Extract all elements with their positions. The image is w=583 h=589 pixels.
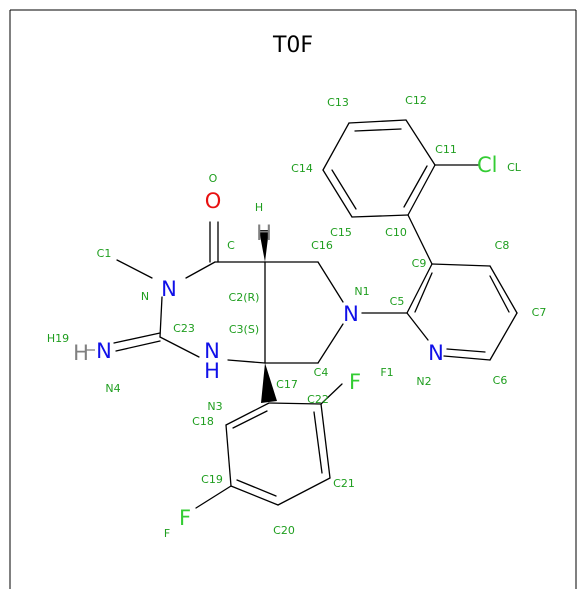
label-c23: C23 — [173, 322, 195, 335]
label-n4: N4 — [105, 382, 120, 395]
bond-c22-c21-inner — [313, 411, 323, 474]
bond-c17-c22 — [268, 402, 322, 405]
atom-nitrogen-pyridine: N — [428, 341, 444, 365]
bond-c10-c15 — [351, 214, 409, 218]
atom-nitrogen-amide: N — [161, 277, 177, 301]
atom-hydrogen-imine: H — [73, 341, 89, 365]
label-c8: C8 — [495, 239, 510, 252]
label-c21: C21 — [333, 477, 355, 490]
label-c5: C5 — [390, 295, 405, 308]
label-c12: C12 — [405, 94, 427, 107]
label-c20: C20 — [273, 524, 295, 537]
atom-nitrogen-imine: N — [96, 339, 112, 363]
label-c6: C6 — [493, 374, 508, 387]
atom-chlorine: Cl — [477, 153, 498, 177]
label-c14: C14 — [291, 162, 313, 175]
diagram-title: T0F — [272, 33, 313, 58]
bond-c18-c17-inner — [232, 410, 268, 429]
bond-c15-c14-inner — [331, 169, 357, 210]
label-f1: F1 — [380, 366, 393, 379]
atom-symbols: O N N N N H N H H Cl F F — [73, 153, 497, 530]
bond-c5-c9 — [406, 263, 433, 314]
label-cl: CL — [507, 161, 522, 174]
label-c: C — [227, 239, 235, 252]
label-c1: C1 — [97, 247, 112, 260]
bond-n2-c5 — [406, 312, 429, 341]
label-c2-r: C2(R) — [229, 291, 260, 304]
label-c13: C13 — [327, 96, 349, 109]
atom-nitrogen-pyrrolidine: N — [343, 302, 359, 326]
bond-c14-c13 — [322, 122, 350, 171]
atom-fluorine-bottom: F — [179, 506, 191, 530]
bond-c21-c20 — [277, 477, 331, 506]
label-n2: N2 — [416, 375, 431, 388]
label-c15: C15 — [330, 226, 352, 239]
label-h19: H19 — [47, 332, 69, 345]
label-c17: C17 — [276, 378, 298, 391]
bond-c12-c11 — [405, 119, 436, 166]
label-c9: C9 — [412, 257, 427, 270]
bond-c8-c7 — [489, 265, 518, 314]
bond-c16-n1 — [317, 261, 344, 303]
bond-c22-f1 — [320, 383, 343, 405]
bond-c18-c17 — [225, 402, 270, 426]
label-c11: C11 — [435, 143, 457, 156]
bond-c7-c6 — [489, 312, 518, 361]
bond-c9-c5-inner — [414, 272, 433, 313]
bond-c11-c10-inner — [403, 165, 428, 208]
label-c7: C7 — [532, 306, 547, 319]
bond-c19-f — [195, 485, 232, 509]
bond-c22-c21 — [320, 403, 331, 479]
atom-nitrogen-n3: N — [204, 339, 220, 363]
bond-c8-c7-inner — [489, 275, 510, 313]
bond-c20-c19 — [230, 485, 279, 506]
bond-c6-n2-inner — [446, 348, 486, 353]
bond-c-n — [185, 261, 216, 279]
label-c22: C22 — [307, 393, 329, 406]
bond-c13-c12 — [348, 119, 407, 124]
bond-c6-n2 — [443, 355, 491, 361]
bond-c23-n4-a — [113, 332, 161, 344]
bond-c15-c14 — [322, 169, 353, 218]
label-n1: N1 — [354, 285, 369, 298]
wedge-c3-c17 — [261, 363, 277, 403]
bond-c23-n3 — [159, 336, 200, 358]
label-c18: C18 — [192, 415, 214, 428]
label-o: O — [209, 172, 218, 185]
bond-c9-c8 — [431, 263, 491, 267]
label-c4: C4 — [314, 366, 329, 379]
bond-c13-c12-inner — [354, 128, 402, 132]
label-h: H — [255, 201, 263, 214]
bond-c1-n — [116, 259, 153, 279]
label-c3-s: C3(S) — [229, 323, 259, 336]
label-c10: C10 — [385, 226, 407, 239]
bonds — [86, 119, 518, 509]
bond-n1-c4 — [317, 323, 344, 364]
label-c16: C16 — [311, 239, 333, 252]
atom-name-labels: C13 C12 C11 CL C14 C15 C10 C16 C8 C9 O H… — [47, 94, 546, 540]
atom-fluorine-top: F — [349, 370, 361, 394]
atom-oxygen: O — [205, 189, 222, 213]
label-n: N — [141, 290, 149, 303]
atom-hydrogen-c2: H — [256, 221, 272, 245]
wedge-c2-h — [259, 230, 269, 262]
bond-c20-c19-inner — [236, 479, 277, 497]
atom-hydrogen-n3: H — [204, 359, 220, 383]
label-n3: N3 — [207, 400, 222, 413]
label-c19: C19 — [201, 473, 223, 486]
bond-c19-c18 — [225, 424, 232, 487]
bond-c10-c9 — [407, 214, 433, 265]
bond-n3-c3 — [227, 359, 266, 364]
label-f: F — [164, 527, 170, 540]
bond-c11-c10 — [407, 164, 436, 216]
bond-c23-n4-b — [115, 340, 161, 352]
bond-n-c23 — [159, 296, 163, 338]
